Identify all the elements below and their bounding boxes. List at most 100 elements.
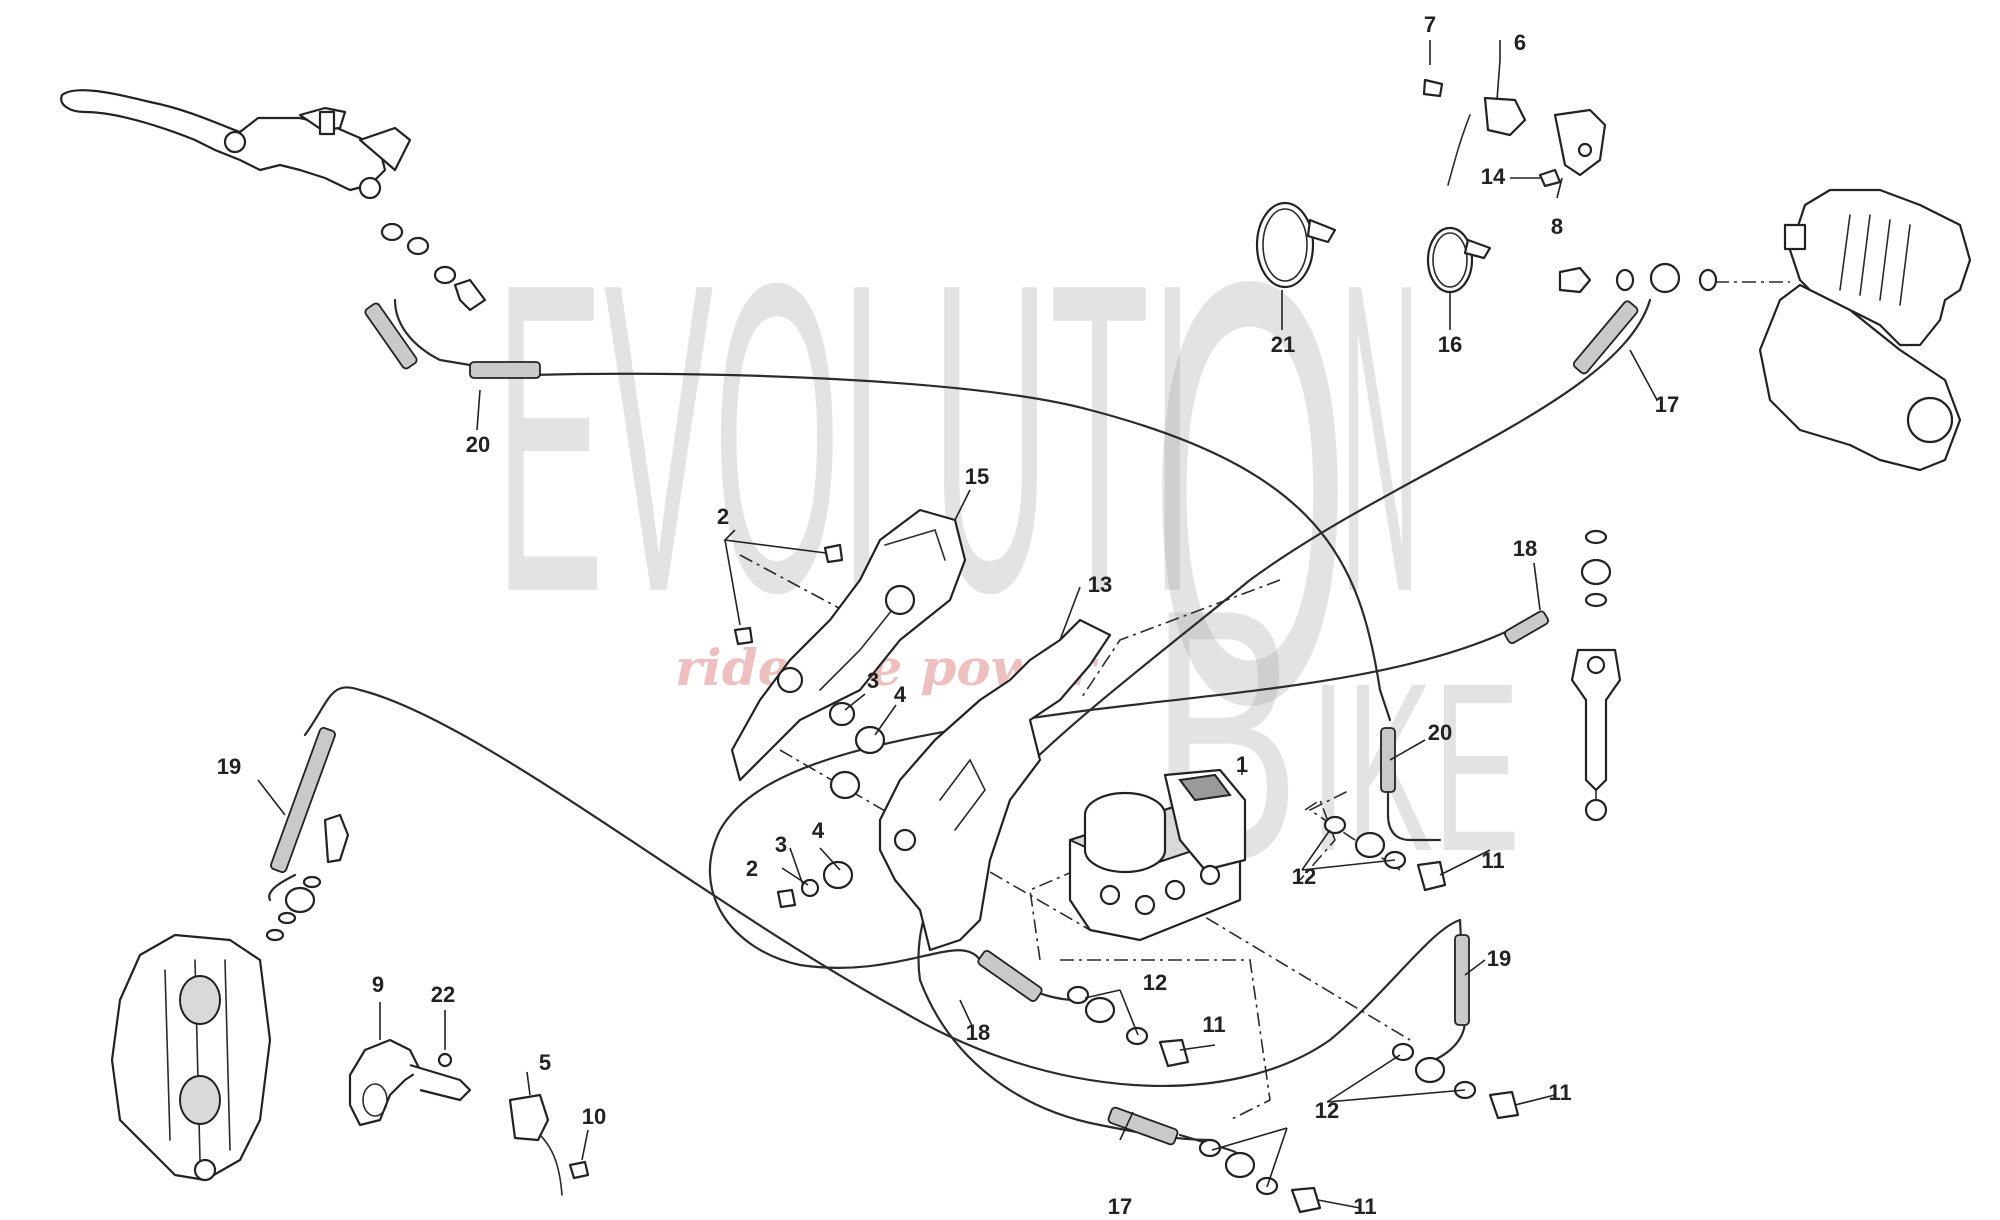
bracket-13-hole (893, 828, 917, 852)
washer-front-2 (277, 911, 297, 925)
hose-sleeve-20-mid (469, 361, 541, 379)
callout-12-c: 12 (1315, 1098, 1339, 1123)
washer-18b (1584, 592, 1608, 608)
cover-15-grommet-upper (884, 584, 916, 616)
abs-port-4 (1199, 864, 1221, 886)
washer-upper-2 (433, 265, 457, 285)
bracket-hole (1906, 396, 1954, 444)
clamp-16-inner (1432, 232, 1468, 288)
hose-sleeve-20-lower (1380, 727, 1396, 793)
grommet-4-mid (829, 770, 861, 800)
abs-cover (730, 508, 967, 782)
washer-front-1 (302, 875, 322, 889)
clamp-21 (1255, 201, 1315, 289)
rear-mc-port (1586, 655, 1606, 675)
watermark-o-letter: O (1150, 158, 1350, 828)
abs-bracket (878, 618, 1112, 952)
sensor-wire-6 (1447, 114, 1471, 186)
hose-sleeve-19-left (270, 727, 336, 873)
banjo-front (284, 886, 316, 914)
sensor-bracket-8 (1553, 108, 1607, 177)
callout-6: 6 (1514, 30, 1526, 55)
sensor-5 (508, 1093, 550, 1142)
callout-15: 15 (965, 464, 989, 489)
callout-17-a: 17 (1655, 392, 1679, 417)
brake-lever (60, 89, 387, 192)
grommet-4-lower (822, 860, 854, 890)
rear-mc-clevis (1584, 798, 1608, 822)
rear-caliper (1758, 188, 1972, 472)
callout-14: 14 (1481, 164, 1506, 189)
bolt-11-c (1488, 1090, 1520, 1120)
cap-bolt (318, 110, 336, 136)
callout-3-upper: 3 (867, 668, 879, 693)
banjo-18 (1580, 558, 1612, 586)
callout-17-b: 17 (1108, 1194, 1132, 1219)
screw-22 (437, 1052, 453, 1068)
sensor-bolt-7 (1422, 78, 1444, 98)
front-master-cylinder (60, 89, 412, 200)
banjo-upper (406, 236, 430, 256)
clamp-21-latch (1306, 218, 1337, 244)
hose-sleeve-19-right (1454, 934, 1470, 1026)
clamp-16-latch (1463, 238, 1492, 260)
hose-sleeve-20-upper (364, 302, 418, 370)
callout-5: 5 (539, 1050, 551, 1075)
banjo-bolt-upper (453, 278, 487, 312)
banjo-12-c (1084, 996, 1116, 1024)
callout-12-a: 12 (1292, 864, 1316, 889)
banjo-12-a (1354, 831, 1386, 859)
screw-2-mid (733, 626, 754, 646)
bracket-8-hole (1577, 142, 1593, 158)
callout-labels: 1 2 2 3 3 4 4 5 6 7 8 9 10 11 11 11 11 1… (217, 12, 1679, 1219)
callout-22: 22 (431, 982, 455, 1007)
banjo-rear (1649, 262, 1681, 294)
callout-18-b: 18 (966, 1020, 990, 1045)
screw-2-upper (823, 543, 844, 564)
abs-fittings (1066, 815, 1520, 1214)
callout-11-c: 11 (1548, 1080, 1571, 1105)
watermark: EVOLUTI O N B IKE ride the power (495, 158, 1520, 937)
callout-2-lower: 2 (746, 856, 758, 881)
callout-13: 13 (1088, 572, 1112, 597)
bracket-9-arm (409, 1063, 472, 1102)
abs-port-1 (1099, 884, 1121, 906)
callout-11-a: 11 (1481, 848, 1504, 873)
abs-modulator (1068, 768, 1247, 942)
callout-11-b: 11 (1202, 1012, 1225, 1037)
cover-15 (730, 508, 967, 782)
front-caliper-piston-upper (179, 975, 221, 1025)
abs-port-2 (1134, 894, 1156, 916)
cover-15-grommet-lower (776, 666, 804, 694)
sensor-6 (1483, 96, 1527, 137)
sensor-bracket-9 (348, 1038, 422, 1127)
callout-20-b: 20 (1428, 720, 1452, 745)
banjo-12-e (1414, 1056, 1446, 1084)
callout-8: 8 (1551, 214, 1563, 239)
lever-clamp (358, 126, 412, 172)
callout-2-upper: 2 (717, 504, 729, 529)
sensor-5-wire (539, 1134, 563, 1196)
front-caliper-piston-lower (179, 1075, 221, 1125)
callout-18-a: 18 (1513, 536, 1537, 561)
washer-12-c (1066, 985, 1090, 1005)
front-caliper-body (110, 933, 272, 1182)
brake-line-20-end (1386, 790, 1442, 842)
abs-motor (1083, 815, 1167, 874)
washer-front-3 (265, 928, 285, 942)
hose-sleeve-17-upper (1572, 300, 1639, 375)
front-caliper-fittings (265, 813, 350, 942)
bracket-13 (878, 618, 1112, 952)
callout-16: 16 (1438, 332, 1462, 357)
grommet-4-upper (854, 725, 886, 755)
caliper-fins (1839, 214, 1911, 306)
washer-rear-2 (1698, 268, 1718, 292)
cover-15-detail (819, 529, 946, 691)
callout-3-lower: 3 (775, 832, 787, 857)
brake-line-20 (393, 298, 1392, 722)
front-banjo-fittings (380, 222, 487, 312)
rear-banjo-fittings (1558, 262, 1718, 294)
bolt-10 (568, 1160, 590, 1180)
